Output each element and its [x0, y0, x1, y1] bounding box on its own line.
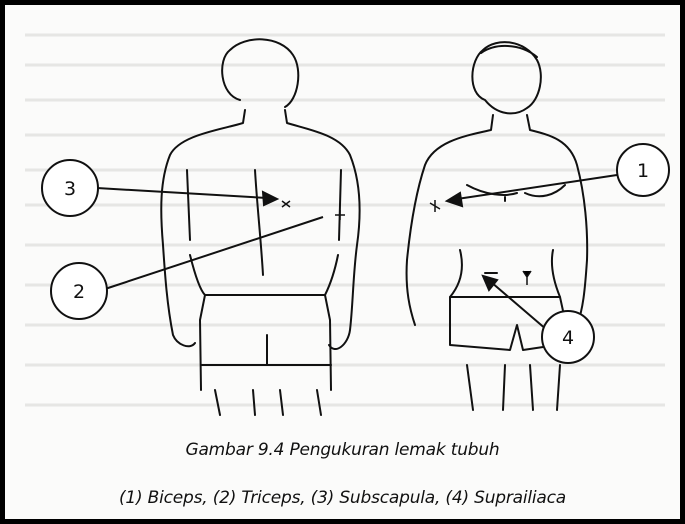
- back-view-figure: [161, 39, 359, 415]
- marker-3: 3: [42, 160, 98, 216]
- marker-2-label: 2: [73, 281, 85, 303]
- suprailiaca-site-mark: [523, 271, 531, 285]
- leader-line-4: [491, 282, 547, 330]
- marker-3-label: 3: [64, 178, 76, 200]
- figure-caption-title: Gambar 9.4 Pengukuran lemak tubuh: [5, 440, 680, 460]
- marker-1: 1: [617, 144, 669, 196]
- leader-line-3: [97, 188, 267, 198]
- marker-4: 4: [542, 311, 594, 363]
- arrowhead-4: [483, 276, 497, 290]
- arrowhead-3: [263, 192, 277, 205]
- figure-caption-legend: (1) Biceps, (2) Triceps, (3) Subscapula,…: [5, 488, 680, 508]
- triceps-site-mark: [335, 210, 345, 220]
- marker-2: 2: [51, 263, 107, 319]
- marker-1-label: 1: [637, 160, 649, 182]
- leader-line-2: [105, 217, 323, 289]
- marker-4-label: 4: [562, 327, 574, 349]
